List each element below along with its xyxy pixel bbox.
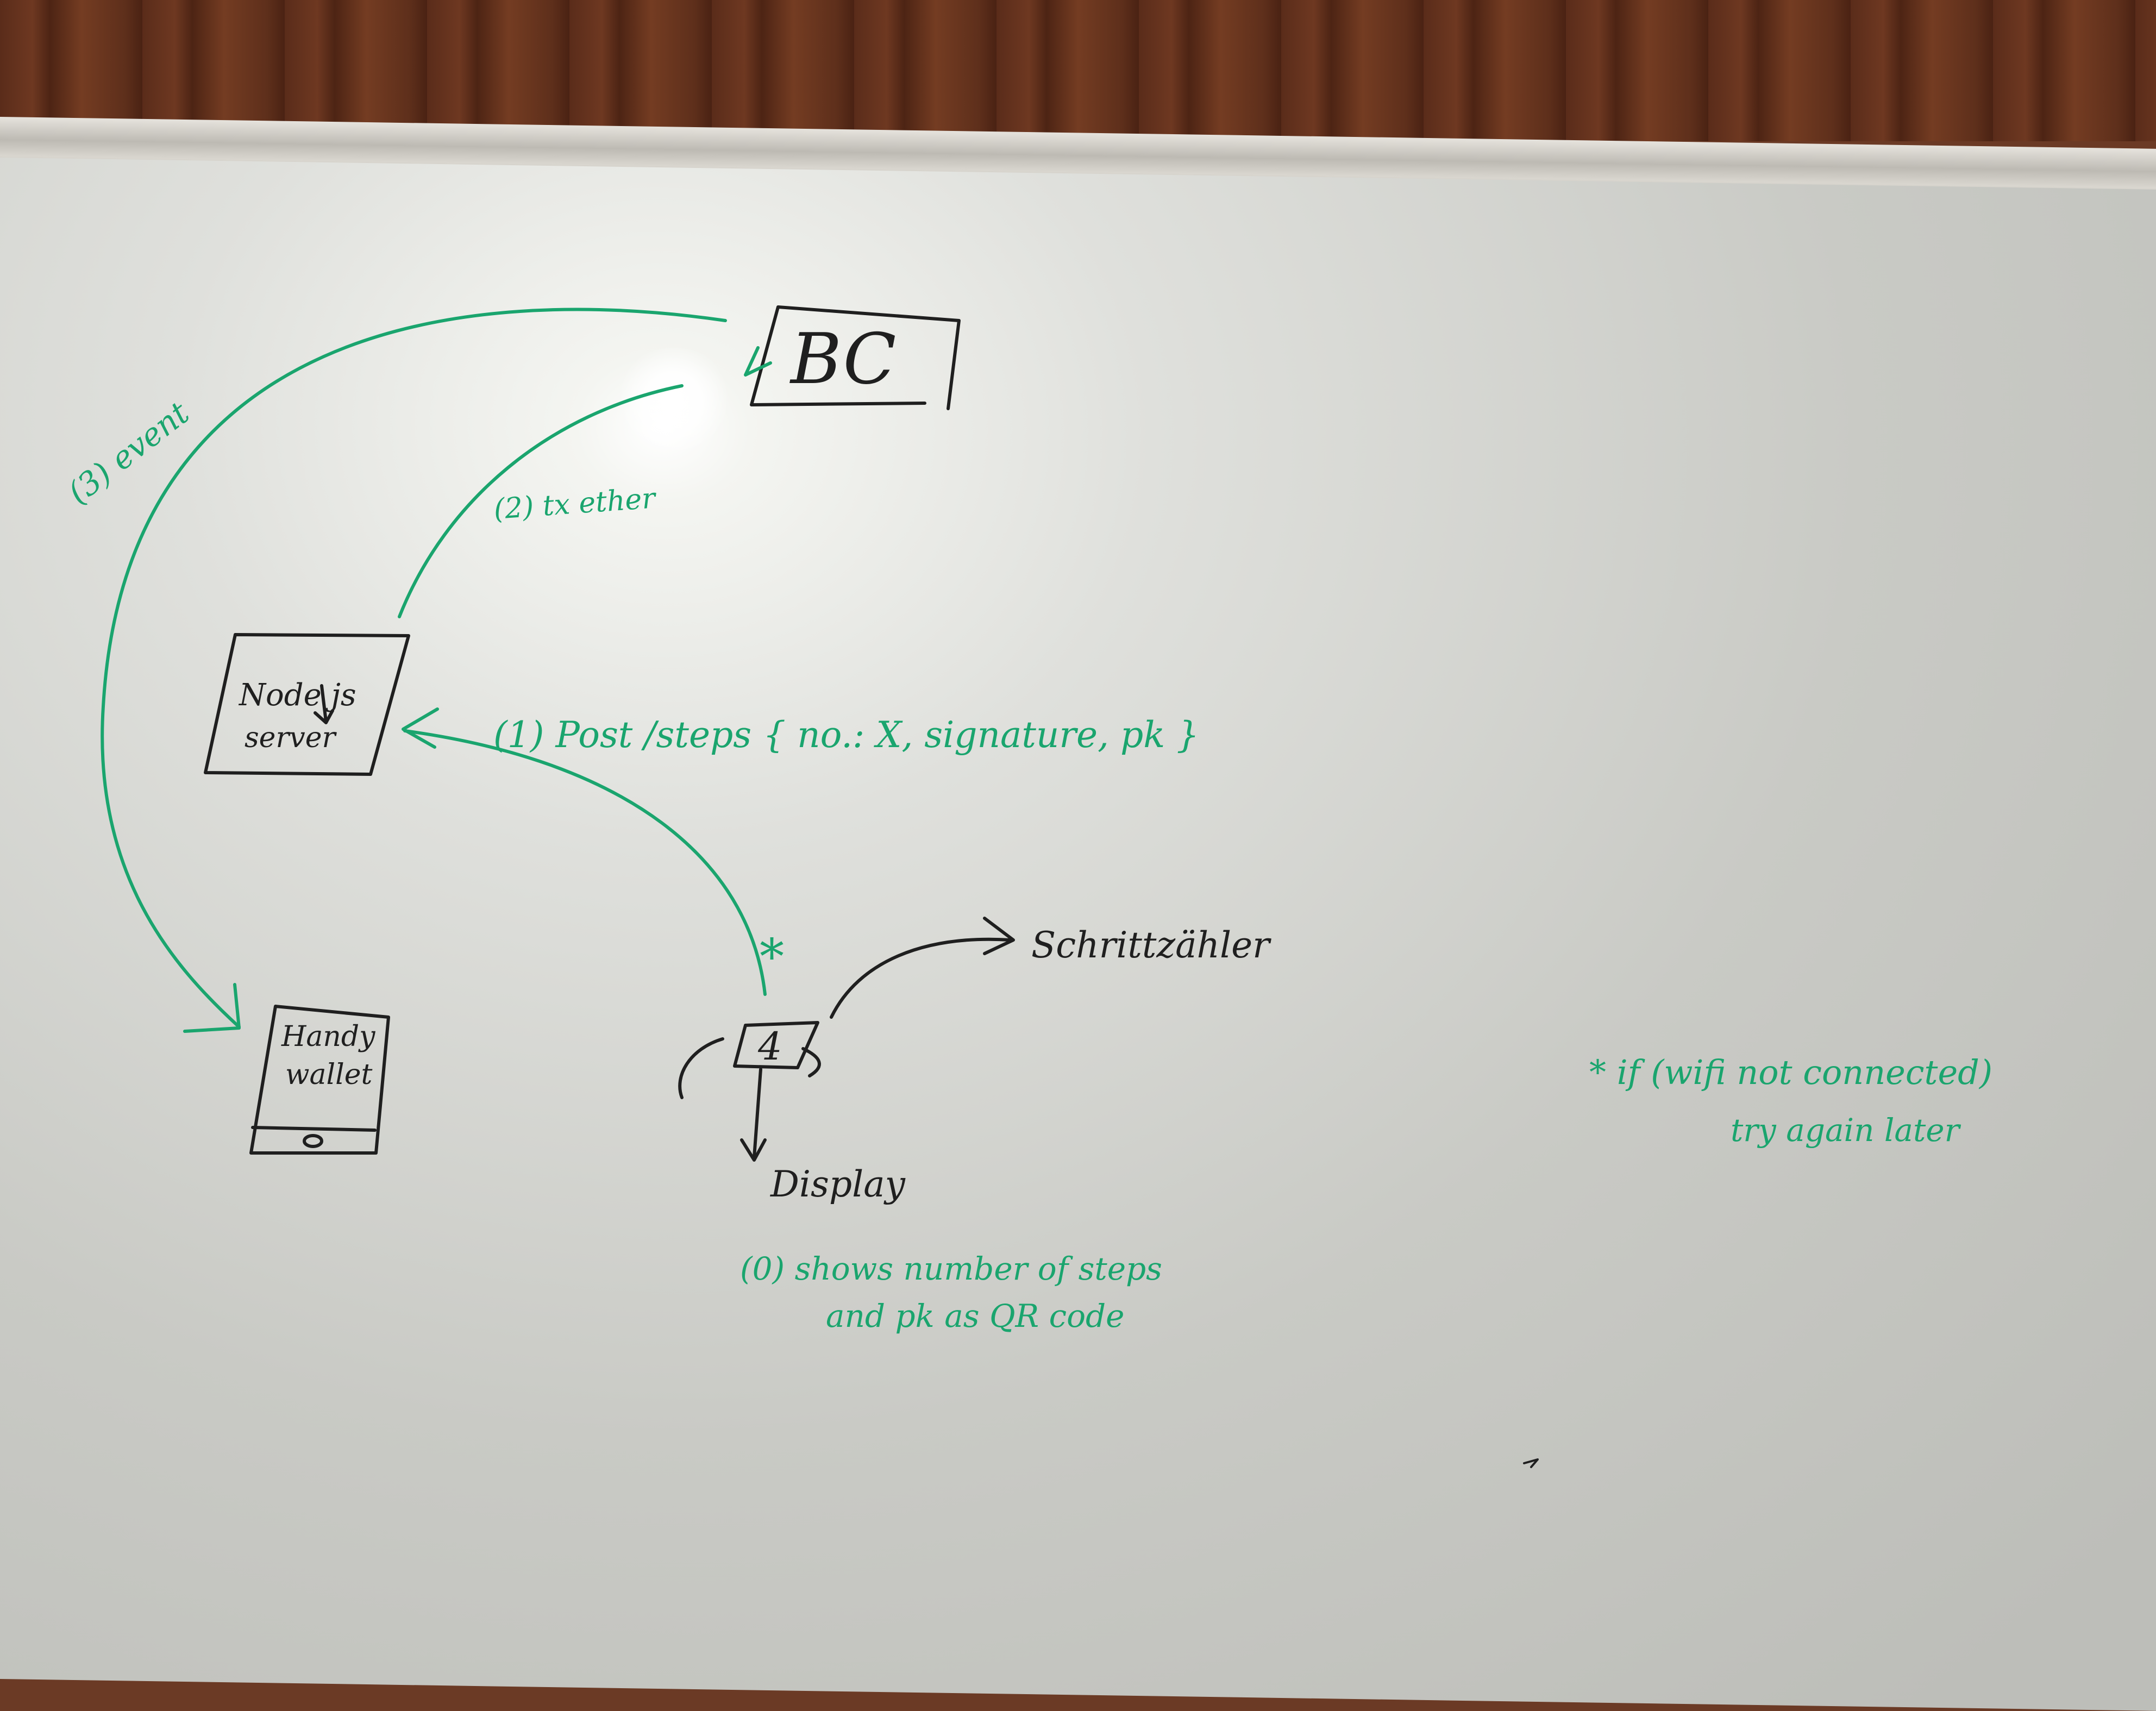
- note-wifi-line2: try again later: [1731, 1112, 1961, 1149]
- edge-tx-ether-label: (2) tx ether: [493, 482, 658, 526]
- bc-label: BC: [789, 319, 896, 400]
- device-label: 4: [757, 1024, 782, 1069]
- bc-node: BC: [750, 305, 961, 410]
- edge-event: (3) event: [61, 308, 772, 1033]
- wallet-label-line2: wallet: [285, 1058, 373, 1091]
- wallet-label-line1: Handy: [281, 1020, 375, 1053]
- board-mark: [1523, 1458, 1539, 1468]
- note-shows-steps: (0) shows number of steps and pk as QR c…: [740, 1250, 1162, 1334]
- edge-post-steps: (1) Post /steps { no.: X, signature, pk …: [402, 707, 1199, 996]
- display-label: Display: [770, 1163, 906, 1205]
- edge-event-label: (3) event: [61, 394, 196, 511]
- note-wifi: * if (wifi not connected) try again late…: [1589, 1052, 1992, 1149]
- edge-post-steps-label: (1) Post /steps { no.: X, signature, pk …: [493, 714, 1199, 756]
- wooden-wall: [0, 0, 2156, 141]
- note-shows-line1: (0) shows number of steps: [740, 1250, 1162, 1287]
- note-shows-line2: and pk as QR code: [826, 1298, 1125, 1334]
- handy-wallet: Handy wallet: [249, 1005, 390, 1155]
- edge-tx-ether: (2) tx ether: [398, 384, 684, 618]
- whiteboard-diagram: BC Node js server Handy wallet 4 Schritt…: [61, 305, 1992, 1468]
- node-server: Node js server: [204, 633, 410, 776]
- node-server-label-line1: Node js: [238, 678, 356, 713]
- step-counter-device: 4 Schrittzähler Display: [678, 917, 1271, 1205]
- node-server-label-line2: server: [245, 722, 337, 754]
- schrittzaehler-label: Schrittzähler: [1031, 924, 1271, 966]
- edge-star-marker: *: [760, 929, 784, 986]
- note-wifi-line1: * if (wifi not connected): [1589, 1052, 1992, 1092]
